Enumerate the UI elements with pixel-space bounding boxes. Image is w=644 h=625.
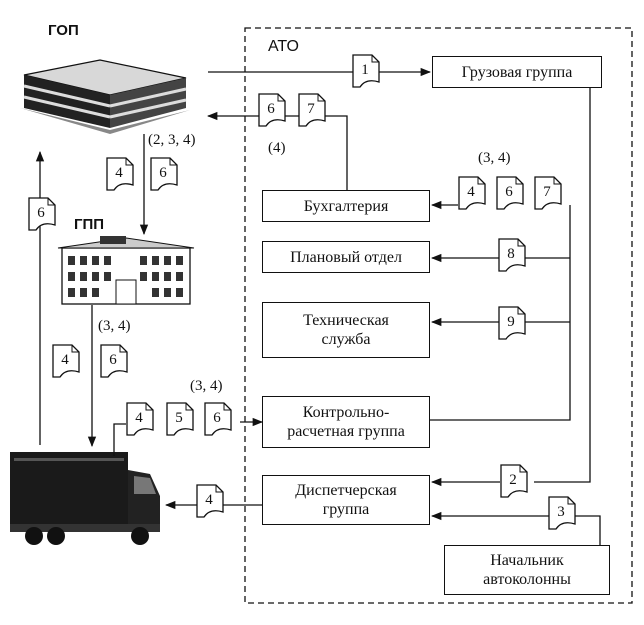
planning-label: Плановый отдел [290, 248, 402, 266]
accounting-box: Бухгалтерия [262, 190, 430, 222]
accounting-label: Бухгалтерия [303, 197, 389, 215]
document-icon: 5 [166, 402, 194, 436]
document-icon: 6 [204, 402, 232, 436]
document-number: 6 [267, 100, 275, 117]
document-icon: 6 [28, 197, 56, 231]
ato-label: АТО [268, 38, 299, 55]
document-number: 4 [467, 183, 475, 200]
document-icon: 7 [534, 176, 562, 210]
document-number: 7 [543, 183, 551, 200]
control-line-1: Контрольно- [302, 404, 390, 421]
document-number: 6 [159, 164, 167, 181]
technical-line-2: служба [321, 331, 371, 348]
document-number: 9 [507, 313, 515, 330]
dispatch-group-box: Диспетчерская группа [262, 475, 430, 525]
document-number: 2 [509, 471, 517, 488]
document-number: 8 [507, 245, 515, 262]
gop-building-icon [20, 59, 190, 134]
ato-boundary [244, 27, 633, 604]
document-icon: 2 [500, 464, 528, 498]
annotation-3-4-accounting: (3, 4) [478, 150, 511, 166]
annotation-3-4-control: (3, 4) [190, 378, 223, 394]
gop-label: ГОП [48, 22, 79, 39]
document-number: 3 [557, 503, 565, 520]
document-icon: 4 [458, 176, 486, 210]
document-number: 6 [213, 409, 221, 426]
document-icon: 6 [150, 157, 178, 191]
document-number: 5 [175, 409, 183, 426]
annotation-2-3-4: (2, 3, 4) [148, 132, 196, 148]
document-icon: 6 [496, 176, 524, 210]
document-icon: 6 [100, 344, 128, 378]
technical-line-1: Техническая [303, 312, 389, 329]
dispatch-line-1: Диспетчерская [295, 482, 397, 499]
document-number: 4 [135, 409, 143, 426]
document-number: 7 [307, 100, 315, 117]
chief-line-2: автоколонны [483, 571, 571, 588]
document-number: 1 [361, 61, 369, 78]
document-number: 6 [505, 183, 513, 200]
annotation-3-4-gpp: (3, 4) [98, 318, 131, 334]
cargo-group-box: Грузовая группа [432, 56, 602, 88]
document-number: 4 [115, 164, 123, 181]
technical-service-box: Техническая служба [262, 302, 430, 358]
document-number: 4 [61, 351, 69, 368]
document-icon: 4 [196, 484, 224, 518]
truck-icon [10, 452, 160, 545]
document-icon: 1 [352, 54, 380, 88]
gpp-building-icon [57, 236, 195, 305]
gpp-label: ГПП [74, 216, 105, 233]
chief-line-1: Начальник [490, 552, 564, 569]
planning-box: Плановый отдел [262, 241, 430, 273]
document-icon: 3 [548, 496, 576, 530]
annotation-4: (4) [268, 140, 286, 156]
cargo-group-label: Грузовая группа [461, 63, 573, 81]
convoy-chief-box: Начальник автоколонны [444, 545, 610, 595]
document-icon: 4 [126, 402, 154, 436]
control-line-2: расчетная группа [287, 423, 405, 440]
document-number: 6 [109, 351, 117, 368]
document-icon: 4 [106, 157, 134, 191]
document-icon: 7 [298, 93, 326, 127]
control-group-box: Контрольно- расчетная группа [262, 396, 430, 448]
document-icon: 8 [498, 238, 526, 272]
document-number: 6 [37, 204, 45, 221]
document-icon: 4 [52, 344, 80, 378]
document-icon: 6 [258, 93, 286, 127]
document-icon: 9 [498, 306, 526, 340]
dispatch-line-2: группа [322, 501, 370, 518]
document-number: 4 [205, 491, 213, 508]
